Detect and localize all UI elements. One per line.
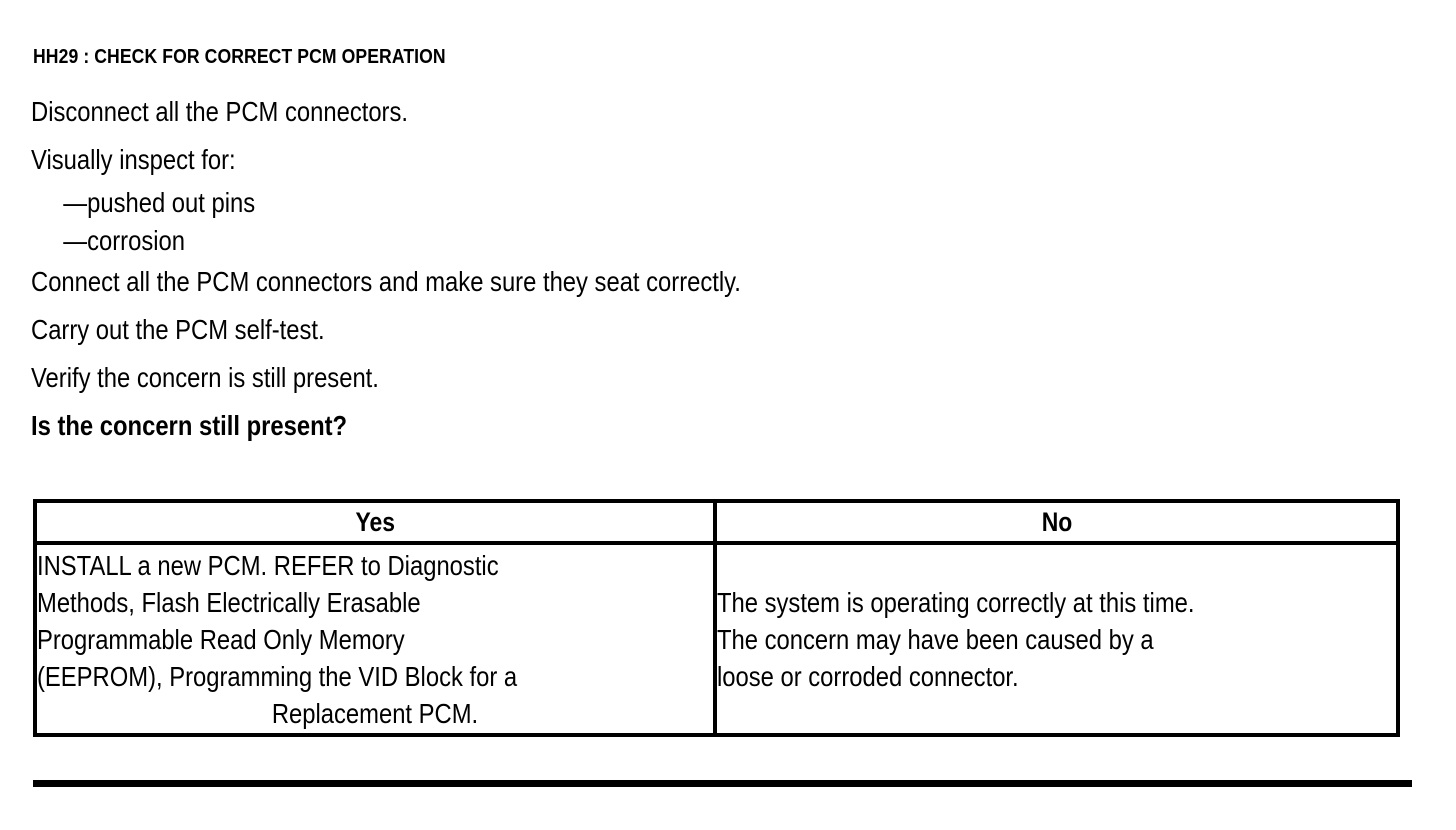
instruction-line-inspect: Visually inspect for:	[31, 144, 236, 175]
instruction-line-disconnect: Disconnect all the PCM connectors.	[31, 96, 409, 127]
cell-no-text: The system is operating correctly at thi…	[717, 584, 1396, 695]
instruction-line-self-test: Carry out the PCM self-test.	[31, 314, 325, 345]
inspect-item-corrosion: —corrosion	[63, 225, 185, 256]
page-footer-rule	[33, 780, 1412, 787]
column-header-yes-label: Yes	[355, 506, 395, 537]
table-header-row: Yes No	[37, 503, 1396, 545]
column-header-yes: Yes	[37, 503, 717, 545]
page-title: HH29 : CHECK FOR CORRECT PCM OPERATION	[33, 46, 446, 68]
decision-table: Yes No INSTALL a new PCM. REFER to Diagn…	[33, 499, 1400, 737]
cell-no-action: The system is operating correctly at thi…	[715, 543, 1396, 733]
table-row: INSTALL a new PCM. REFER to Diagnostic M…	[37, 543, 1396, 733]
cell-yes-line-3: Programmable Read Only Memory	[37, 623, 405, 655]
decision-question: Is the concern still present?	[31, 410, 348, 441]
cell-no-line-1: The system is operating correctly at thi…	[717, 586, 1195, 618]
cell-no-line-3: loose or corroded connector.	[717, 660, 1019, 692]
instruction-line-connect: Connect all the PCM connectors and make …	[31, 266, 741, 297]
cell-yes-line-1: INSTALL a new PCM. REFER to Diagnostic	[37, 549, 499, 581]
cell-yes-line-4: (EEPROM), Programming the VID Block for …	[37, 660, 518, 692]
instruction-block: Disconnect all the PCM connectors. Visua…	[31, 88, 1411, 450]
column-header-no-label: No	[1041, 506, 1072, 537]
cell-yes-text: INSTALL a new PCM. REFER to Diagnostic M…	[37, 547, 713, 732]
cell-yes-line-2: Methods, Flash Electrically Erasable	[37, 586, 421, 618]
inspect-item-pushed-out-pins: —pushed out pins	[63, 187, 256, 218]
cell-no-line-2: The concern may have been caused by a	[717, 623, 1154, 655]
instruction-line-verify: Verify the concern is still present.	[31, 362, 379, 393]
column-header-no: No	[715, 503, 1396, 545]
cell-yes-action: INSTALL a new PCM. REFER to Diagnostic M…	[37, 543, 717, 733]
cell-yes-line-5: Replacement PCM.	[271, 697, 479, 729]
